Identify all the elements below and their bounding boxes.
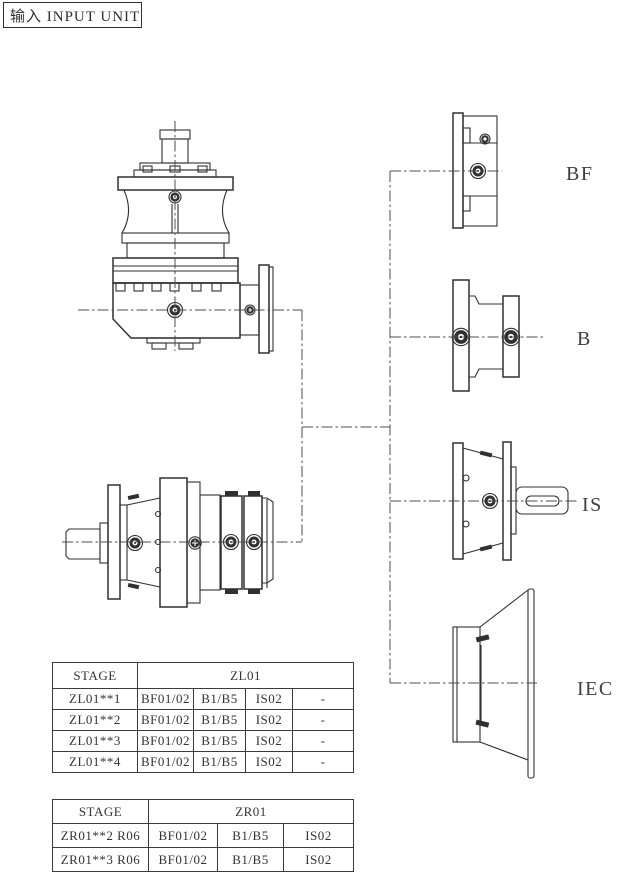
table-cell: BF01/02 — [137, 730, 194, 752]
table-header-row: STAGE ZR01 — [52, 799, 354, 824]
page-title-box: 输入 INPUT UNIT — [3, 2, 142, 28]
b-adapter-drawing — [450, 279, 522, 392]
stage-cell: ZL01**2 — [52, 709, 138, 731]
table-cell: IS02 — [245, 709, 293, 731]
zr01-compatibility-table: STAGE ZR01 ZR01**2 R06 BF01/02 B1/B5 IS0… — [52, 799, 354, 872]
stage-header-cell: STAGE — [52, 662, 138, 689]
stage-header-cell: STAGE — [52, 799, 149, 824]
table-cell: BF01/02 — [148, 847, 218, 872]
table-row: ZR01**2 R06 BF01/02 B1/B5 IS02 — [52, 823, 354, 848]
right-angle-gearbox-drawing — [112, 129, 274, 354]
table-row: ZL01**1 BF01/02 B1/B5 IS02 - — [52, 688, 355, 710]
page-title: 输入 INPUT UNIT — [10, 8, 141, 25]
table-cell: B1/B5 — [217, 847, 284, 872]
stage-cell: ZL01**4 — [52, 751, 138, 773]
table-cell: IS02 — [283, 823, 354, 848]
table-cell: BF01/02 — [137, 709, 194, 731]
table-row: ZL01**3 BF01/02 B1/B5 IS02 - — [52, 730, 355, 752]
series-header-cell: ZR01 — [148, 799, 354, 824]
table-cell: BF01/02 — [148, 823, 218, 848]
stage-cell: ZR01**3 R06 — [52, 847, 149, 872]
table-row: ZR01**3 R06 BF01/02 B1/B5 IS02 — [52, 847, 354, 872]
table-cell: B1/B5 — [217, 823, 284, 848]
table-cell: B1/B5 — [193, 709, 246, 731]
table-cell: - — [291, 751, 355, 773]
stage-cell: ZL01**1 — [52, 688, 138, 710]
table-cell: IS02 — [283, 847, 354, 872]
table-cell: - — [291, 709, 355, 731]
stage-cell: ZR01**2 R06 — [52, 823, 149, 848]
table-row: ZL01**4 BF01/02 B1/B5 IS02 - — [52, 751, 355, 773]
table-cell: BF01/02 — [137, 751, 194, 773]
table-cell: IS02 — [245, 751, 293, 773]
table-cell: B1/B5 — [193, 688, 246, 710]
stage-cell: ZL01**3 — [52, 730, 138, 752]
centerline-connectors — [62, 121, 578, 684]
table-cell: IS02 — [245, 730, 293, 752]
table-row: ZL01**2 BF01/02 B1/B5 IS02 - — [52, 709, 355, 731]
table-header-row: STAGE ZL01 — [52, 662, 355, 689]
table-cell: BF01/02 — [137, 688, 194, 710]
table-cell: B1/B5 — [193, 730, 246, 752]
table-cell: - — [291, 688, 355, 710]
zl01-compatibility-table: STAGE ZL01 ZL01**1 BF01/02 B1/B5 IS02 - … — [52, 662, 355, 773]
table-cell: IS02 — [245, 688, 293, 710]
table-cell: B1/B5 — [193, 751, 246, 773]
b-adapter-label: B — [577, 328, 592, 350]
is-adapter-label: IS — [582, 494, 603, 516]
bf-adapter-label: BF — [566, 163, 593, 185]
iec-adapter-label: IEC — [577, 678, 614, 700]
series-header-cell: ZL01 — [136, 662, 355, 689]
table-cell: - — [291, 730, 355, 752]
iec-adapter-drawing — [452, 588, 535, 779]
